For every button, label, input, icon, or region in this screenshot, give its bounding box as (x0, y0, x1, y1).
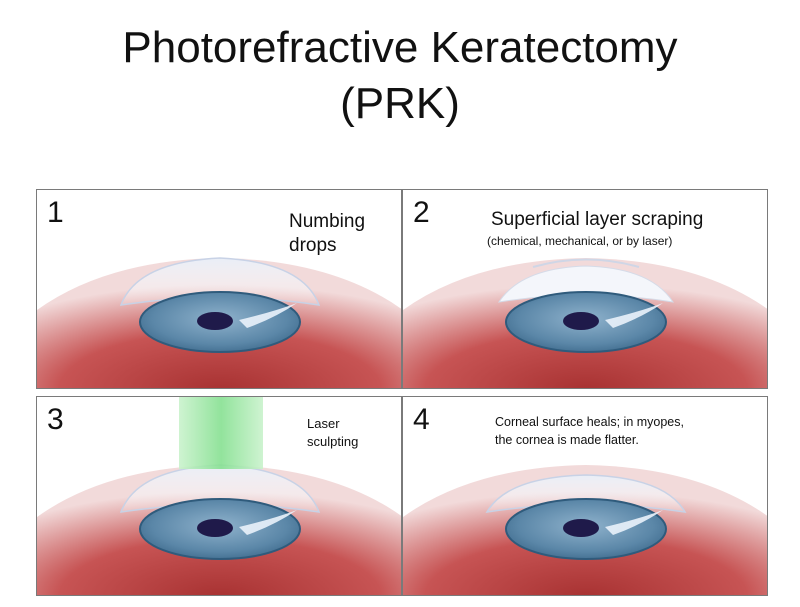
step-number: 1 (47, 196, 64, 229)
laser-beam-icon (179, 397, 263, 469)
step-subcaption: (chemical, mechanical, or by laser) (487, 234, 673, 248)
eye-illustration (403, 258, 767, 388)
pupil-icon (563, 312, 599, 330)
step-4-panel: 4 Corneal surface heals; in myopes, the … (402, 396, 768, 596)
step-3-panel: 3 Laser sculpting (36, 396, 402, 596)
step-number: 4 (413, 403, 430, 436)
step-number: 2 (413, 196, 430, 229)
step-2-panel: 2 Superficial layer scraping (chemical, … (402, 189, 768, 389)
step-number: 3 (47, 403, 64, 436)
page-title: Photorefractive Keratectomy (122, 23, 678, 72)
step-caption: Numbing drops (289, 211, 366, 256)
pupil-icon (197, 519, 233, 537)
page-subtitle: (PRK) (340, 79, 460, 128)
pupil-icon (197, 312, 233, 330)
eye-illustration (403, 465, 767, 595)
step-1-panel: 1 Numbing drops (36, 189, 402, 389)
eye-illustration (37, 257, 401, 388)
step-caption: Corneal surface heals; in myopes, the co… (495, 415, 684, 447)
eye-illustration (37, 397, 401, 595)
pupil-icon (563, 519, 599, 537)
step-caption: Superficial layer scraping (491, 209, 704, 230)
step-caption: Laser sculpting (307, 416, 359, 449)
